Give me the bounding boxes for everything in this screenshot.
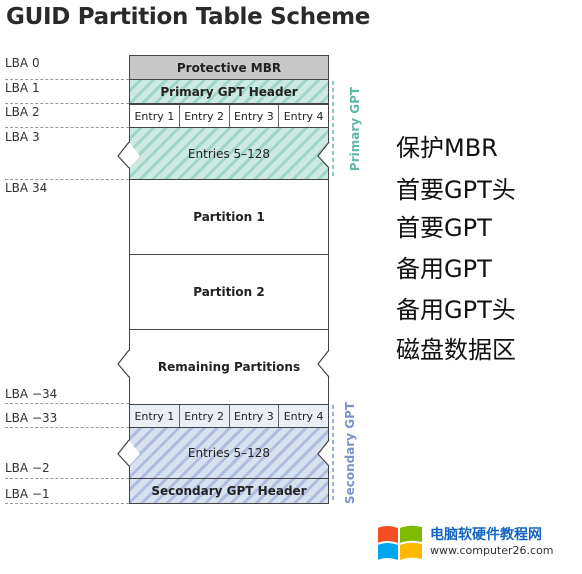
- lba-divider: [5, 79, 129, 80]
- legend-item-primary-header: 首要GPT头: [396, 176, 516, 204]
- primary-entries-range-label: Entries 5–128: [187, 146, 271, 161]
- protective-mbr-block: Protective MBR: [129, 55, 329, 80]
- secondary-entry-1: Entry 1: [130, 405, 180, 427]
- lba-label-minus-2: LBA −2: [5, 461, 50, 475]
- primary-entries-row: Entry 1 Entry 2 Entry 3 Entry 4: [129, 104, 329, 128]
- remaining-partitions-label: Remaining Partitions: [157, 360, 301, 374]
- primary-entry-3: Entry 3: [229, 105, 280, 127]
- lba-label-3: LBA 3: [5, 130, 40, 144]
- lba-divider: [5, 403, 129, 404]
- primary-gpt-header-block: Primary GPT Header: [129, 80, 329, 104]
- windows-logo-icon: [376, 522, 424, 570]
- partition-1-label: Partition 1: [193, 210, 265, 224]
- legend-item-disk-data: 磁盘数据区: [396, 336, 516, 364]
- lba-divider: [5, 127, 129, 128]
- partition-2-label: Partition 2: [193, 285, 265, 299]
- partition-1-block: Partition 1: [129, 180, 329, 255]
- legend-item-secondary-header: 备用GPT头: [396, 296, 516, 324]
- lba-label-minus-1: LBA −1: [5, 487, 50, 501]
- lba-divider: [5, 103, 129, 104]
- lba-divider: [5, 503, 129, 504]
- watermark-site-name: 电脑软硬件教程网: [430, 527, 542, 543]
- lba-label-minus-34: LBA −34: [5, 387, 58, 401]
- secondary-entry-2: Entry 2: [179, 405, 230, 427]
- lba-divider: [5, 179, 129, 180]
- legend-item-protective-mbr: 保护MBR: [396, 134, 498, 162]
- secondary-entries-row: Entry 1 Entry 2 Entry 3 Entry 4: [129, 404, 329, 428]
- protective-mbr-label: Protective MBR: [176, 60, 282, 75]
- primary-entry-2: Entry 2: [179, 105, 230, 127]
- legend-item-primary-gpt: 首要GPT: [396, 214, 492, 242]
- lba-divider: [5, 427, 129, 428]
- primary-gpt-side-label: Primary GPT: [348, 86, 362, 172]
- secondary-gpt-header-block: Secondary GPT Header: [129, 479, 329, 504]
- secondary-gpt-side-label: Secondary GPT: [343, 401, 357, 505]
- remaining-partitions-block: Remaining Partitions: [129, 330, 329, 404]
- diagram-title: GUID Partition Table Scheme: [6, 4, 371, 30]
- primary-entry-1: Entry 1: [130, 105, 180, 127]
- lba-label-2: LBA 2: [5, 105, 40, 119]
- primary-entries-range-block: Entries 5–128: [129, 128, 329, 180]
- secondary-entry-3: Entry 3: [229, 405, 280, 427]
- legend-item-secondary-gpt: 备用GPT: [396, 255, 492, 283]
- secondary-entries-range-block: Entries 5–128: [129, 428, 329, 479]
- primary-entry-4: Entry 4: [279, 105, 328, 127]
- lba-label-34: LBA 34: [5, 181, 48, 195]
- secondary-entries-range-label: Entries 5–128: [187, 446, 271, 460]
- lba-label-0: LBA 0: [5, 56, 40, 70]
- secondary-entry-4: Entry 4: [279, 405, 328, 427]
- secondary-gpt-header-label: Secondary GPT Header: [151, 484, 307, 498]
- lba-label-1: LBA 1: [5, 81, 40, 95]
- lba-label-minus-33: LBA −33: [5, 411, 58, 425]
- partition-2-block: Partition 2: [129, 255, 329, 330]
- lba-divider: [5, 478, 129, 479]
- watermark-url: www.computer26.com: [430, 544, 554, 557]
- primary-gpt-header-label: Primary GPT Header: [160, 84, 298, 99]
